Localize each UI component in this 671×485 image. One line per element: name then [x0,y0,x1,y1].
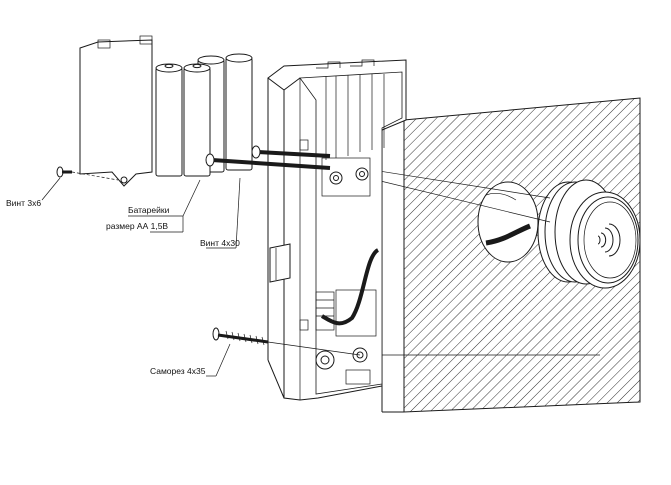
self-tapping-screw [212,327,361,356]
lock-body [267,59,407,401]
door-hole [477,181,539,263]
small-screw [56,166,119,181]
reader-cable [485,223,531,246]
label-batteries-line2: размер АА 1,5В [106,221,168,231]
long-screws [205,145,331,170]
contactless-reader [537,179,641,289]
label-screw-4x30: Винт 4х30 [200,238,240,248]
leader-lines [41,177,241,377]
label-screw-3x6: Винт 3х6 [6,198,41,208]
label-self-tapping-screw: Саморез 4х35 [150,366,206,376]
battery-cover [79,35,153,187]
contactless-reader-icon [597,223,621,257]
label-batteries-line1: Батарейки [128,205,170,215]
batteries [155,53,253,177]
